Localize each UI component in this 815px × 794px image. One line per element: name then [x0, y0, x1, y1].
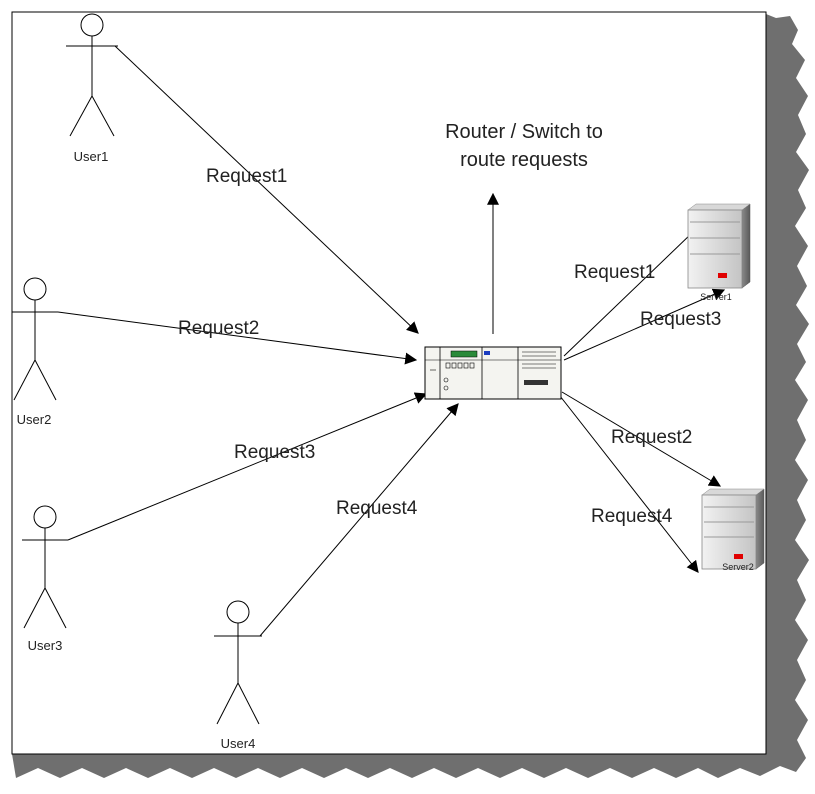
router-caption-line1: Router / Switch to [445, 121, 603, 143]
actor-label: User3 [28, 638, 63, 653]
edge-label: Request4 [336, 498, 418, 519]
edge-label: Request4 [591, 506, 673, 527]
edge-label: Request1 [206, 166, 287, 187]
router-switch-icon [425, 347, 561, 399]
edge-label: Request2 [611, 427, 692, 448]
server1-node: Server1 [688, 204, 750, 302]
server-label: Server1 [700, 292, 732, 302]
server-label: Server2 [722, 562, 754, 572]
actor-label: User1 [74, 149, 109, 164]
server-icon [702, 495, 756, 569]
page [12, 12, 766, 754]
server2-node: Server2 [702, 489, 764, 572]
actor-label: User4 [221, 736, 256, 751]
router-caption-line2: route requests [460, 149, 588, 171]
edge-label: Request1 [574, 262, 655, 283]
edge-label: Request3 [640, 309, 721, 330]
actor-label: User2 [17, 412, 52, 427]
edge-label: Request2 [178, 318, 259, 339]
edge-label: Request3 [234, 442, 315, 463]
